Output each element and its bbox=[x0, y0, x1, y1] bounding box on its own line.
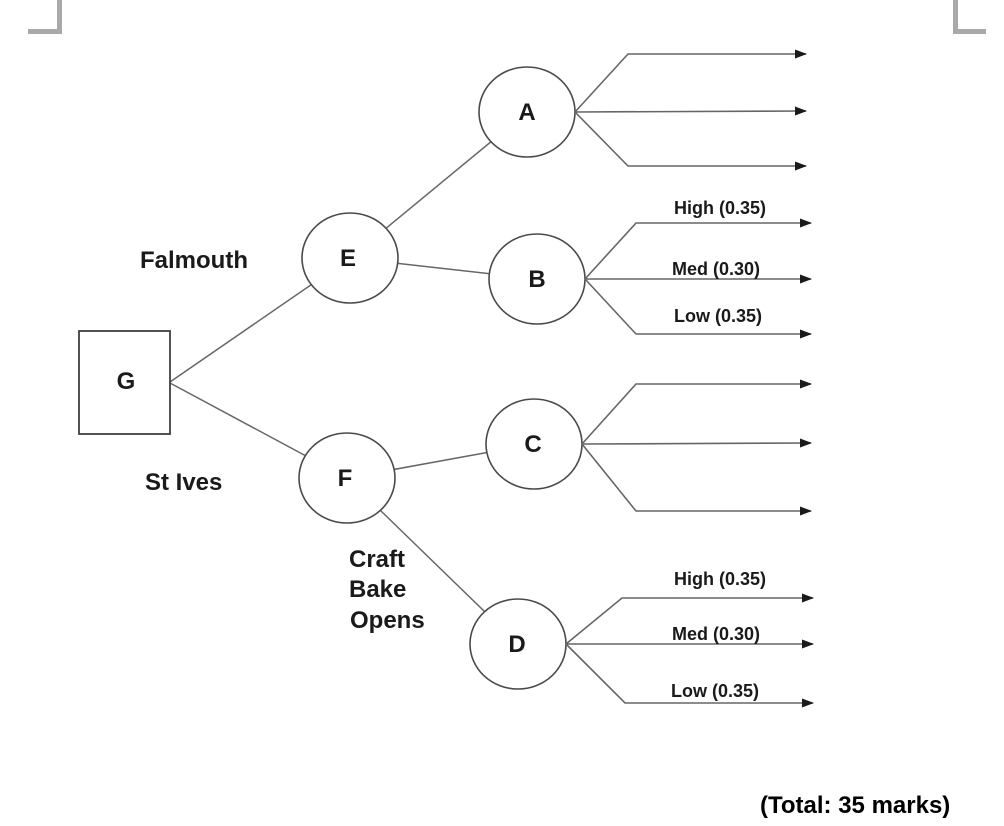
outcome-arrow-d-low bbox=[565, 643, 814, 708]
decision-node-g bbox=[78, 330, 171, 435]
outcome-label-d-med: Med (0.30) bbox=[672, 624, 760, 644]
node-label-f: F bbox=[338, 465, 353, 492]
outcome-label-d-high: High (0.35) bbox=[674, 569, 766, 589]
branch-label-opens: Opens bbox=[350, 607, 425, 634]
page-margin-corner-right bbox=[953, 0, 986, 34]
outcome-arrow-c-bottom bbox=[581, 443, 812, 516]
node-label-e: E bbox=[340, 245, 356, 272]
branch-label-craft: Craft bbox=[349, 546, 405, 573]
page-margin-corner-left bbox=[28, 0, 62, 34]
outcome-arrow-d-high bbox=[565, 593, 814, 645]
node-label-c: C bbox=[524, 431, 541, 458]
outcome-label-b-low: Low (0.35) bbox=[674, 306, 762, 326]
outcome-label-b-high: High (0.35) bbox=[674, 198, 766, 218]
node-label-g: G bbox=[117, 368, 136, 395]
outcome-arrow-a-top bbox=[574, 49, 807, 113]
node-label-b: B bbox=[528, 266, 545, 293]
chance-node-e bbox=[301, 212, 399, 304]
outcome-arrow-a-mid bbox=[574, 106, 807, 116]
branch-label-falmouth: Falmouth bbox=[140, 247, 248, 274]
outcome-label-b-med: Med (0.30) bbox=[672, 259, 760, 279]
total-marks-label: (Total: 35 marks) bbox=[760, 792, 950, 819]
chance-node-f bbox=[298, 432, 396, 524]
node-label-a: A bbox=[518, 99, 535, 126]
outcome-arrow-c-top bbox=[581, 379, 812, 445]
outcome-label-d-low: Low (0.35) bbox=[671, 681, 759, 701]
outcome-arrow-b-low bbox=[584, 278, 812, 339]
branch-label-bake: Bake bbox=[349, 576, 406, 603]
outcome-arrow-a-bottom bbox=[574, 111, 807, 171]
branch-label-st-ives: St Ives bbox=[145, 469, 222, 496]
node-label-d: D bbox=[508, 631, 525, 658]
outcome-arrow-b-high bbox=[584, 218, 812, 280]
outcome-arrow-c-mid bbox=[581, 438, 812, 448]
